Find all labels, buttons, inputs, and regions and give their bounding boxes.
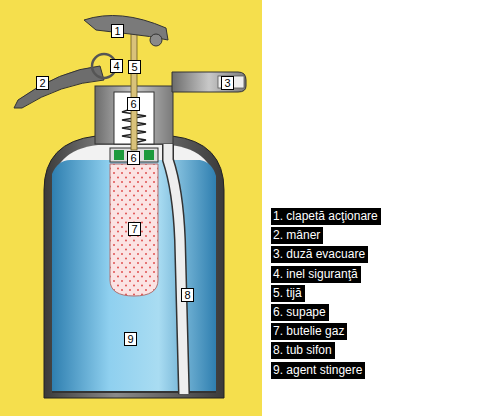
handle bbox=[14, 66, 104, 108]
callout-number: 6 bbox=[127, 97, 140, 111]
siphon-tube-outline bbox=[168, 144, 184, 394]
cylinder-inside bbox=[52, 145, 216, 392]
callout-number: 1 bbox=[111, 24, 124, 38]
callout-number: 7 bbox=[128, 222, 141, 236]
part-name: 6. supape bbox=[271, 304, 329, 321]
part-name: 7. butelie gaz bbox=[271, 323, 347, 340]
callout-number: 5 bbox=[128, 60, 141, 74]
callout-number: 4 bbox=[110, 59, 123, 73]
callout-number: 9 bbox=[124, 332, 137, 346]
extinguishing-agent bbox=[52, 160, 216, 392]
callout-number: 6 bbox=[127, 151, 140, 165]
stem bbox=[131, 30, 137, 150]
part-name: 1. clapetă acţionare bbox=[271, 208, 381, 225]
callout-number: 2 bbox=[36, 76, 49, 90]
part-name: 2. mâner bbox=[271, 227, 323, 244]
part-name: 4. inel siguranţă bbox=[271, 266, 361, 283]
callout-number: 3 bbox=[221, 76, 234, 90]
part-name: 3. duză evacuare bbox=[271, 246, 368, 263]
part-name: 5. tijă bbox=[271, 285, 305, 302]
part-name: 8. tub sifon bbox=[271, 342, 335, 359]
discharge-nozzle bbox=[172, 72, 246, 92]
callout-number: 8 bbox=[181, 288, 194, 302]
yellow-ground bbox=[0, 0, 262, 416]
gas-cartridge bbox=[110, 164, 158, 296]
cylinder-shell bbox=[44, 136, 224, 398]
siphon-tube bbox=[168, 144, 184, 394]
part-name: 9. agent stingere bbox=[271, 362, 365, 379]
